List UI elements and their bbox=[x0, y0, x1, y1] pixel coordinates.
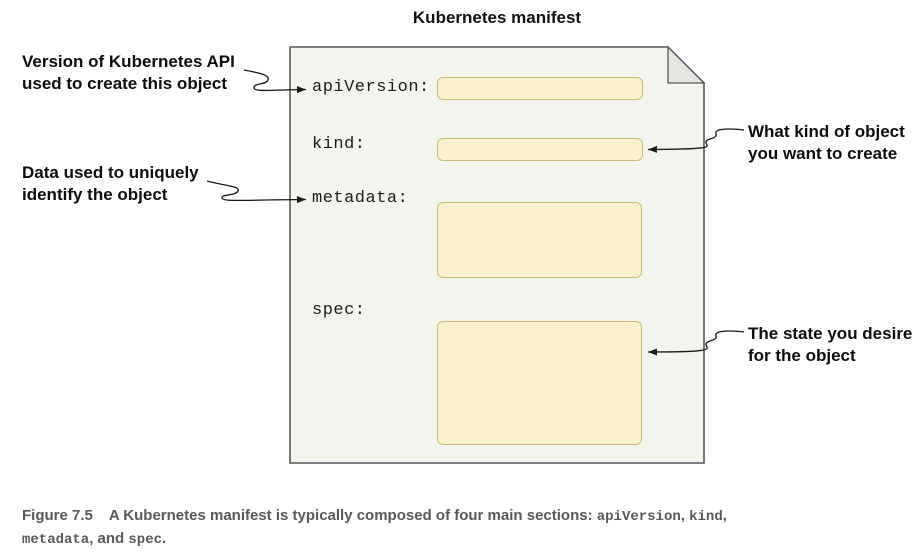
caption-text: A Kubernetes manifest is typically compo… bbox=[108, 507, 597, 524]
caption-code-apiversion: apiVersion bbox=[596, 509, 681, 525]
value-box-spec bbox=[437, 321, 642, 445]
diagram-title: Kubernetes manifest bbox=[412, 8, 582, 27]
arrow-to-kind bbox=[647, 128, 745, 153]
annotation-line: identify the object bbox=[22, 185, 168, 204]
annotation-line: you want to create bbox=[748, 144, 898, 163]
caption-period: . bbox=[162, 530, 167, 547]
figure-caption-number: Figure 7.5 bbox=[22, 507, 93, 524]
caption-code-kind: kind bbox=[689, 509, 723, 525]
annotation-line: Version of Kubernetes API bbox=[22, 52, 235, 71]
caption-separator: , bbox=[722, 507, 727, 524]
annotation-line: Data used to uniquely bbox=[22, 163, 199, 182]
value-box-apiversion bbox=[437, 77, 643, 100]
field-label-kind: kind: bbox=[312, 135, 366, 154]
annotation-metadata: Data used to uniquely identify the objec… bbox=[22, 162, 199, 206]
figure-caption: Figure 7.5 A Kubernetes manifest is typic… bbox=[22, 505, 902, 551]
annotation-kind: What kind of object you want to create bbox=[748, 121, 905, 165]
value-box-metadata bbox=[437, 202, 642, 278]
annotation-line: The state you desire bbox=[748, 324, 913, 343]
caption-separator: , bbox=[680, 507, 690, 524]
caption-code-spec: spec bbox=[128, 532, 162, 548]
field-label-metadata: metadata: bbox=[312, 189, 409, 208]
arrow-to-spec bbox=[647, 330, 745, 356]
field-label-apiversion: apiVersion: bbox=[312, 78, 430, 97]
arrow-to-apiversion bbox=[243, 69, 307, 94]
value-box-kind bbox=[437, 138, 643, 161]
annotation-line: used to create this object bbox=[22, 74, 227, 93]
annotation-line: for the object bbox=[748, 346, 856, 365]
arrow-to-metadata bbox=[206, 180, 307, 204]
field-label-spec: spec: bbox=[312, 301, 366, 320]
folded-corner bbox=[667, 45, 706, 84]
caption-code-metadata: metadata bbox=[22, 532, 90, 548]
caption-text: , and bbox=[89, 530, 129, 547]
annotation-spec: The state you desire for the object bbox=[748, 323, 912, 367]
annotation-apiversion: Version of Kubernetes API used to create… bbox=[22, 51, 235, 95]
annotation-line: What kind of object bbox=[748, 122, 905, 141]
